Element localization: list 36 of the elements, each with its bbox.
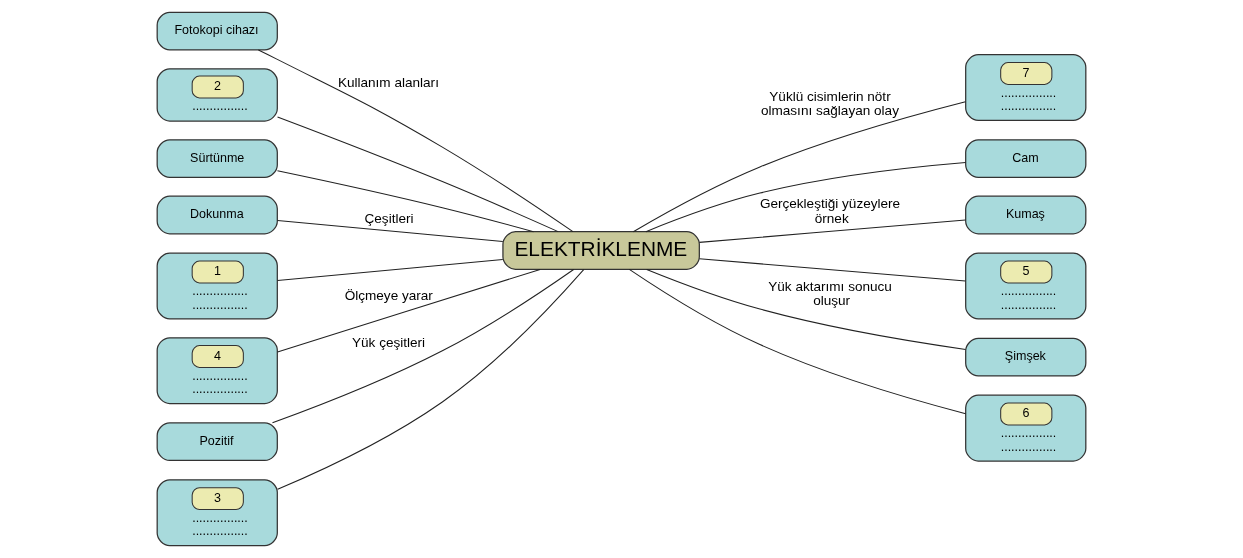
connector (628, 268, 967, 415)
node-box: Sürtünme (156, 139, 278, 179)
node-box: Fotokopi cihazı (156, 11, 278, 51)
connector (277, 259, 504, 282)
edge-label: Yük çeşitleri (351, 335, 426, 351)
connector (271, 268, 575, 424)
node-box: Dokunma (156, 195, 278, 235)
edge-label: Yük aktarımı sonucu oluşur (768, 278, 892, 309)
connector (645, 162, 967, 233)
node-box: Pozitif (156, 422, 278, 462)
edge-label: Çeşitleri (364, 210, 414, 226)
node-box: 5 ................ ................ (965, 252, 1087, 320)
connector (276, 170, 534, 233)
edge-label: Yüklü cisimlerin nötr olmasını sağlayan olay (760, 88, 899, 119)
connector (698, 219, 966, 243)
node-box: Kumaş (965, 195, 1087, 235)
node-box: 1 ................ ................ (156, 252, 278, 320)
edge-label: Gerçekleştiği yüzeylere örnek (759, 196, 901, 226)
node-box: 4 ................ ................ (156, 337, 278, 405)
connector (277, 268, 541, 353)
connector (277, 116, 559, 233)
connector (277, 269, 585, 490)
connector (646, 268, 967, 350)
connector (277, 220, 504, 242)
connector (698, 258, 966, 282)
node-box: Cam (965, 139, 1087, 179)
node-box: 3 ................ ................ (156, 479, 278, 547)
node-box: 6 ................ ................ (965, 394, 1087, 462)
edge-label: Ölçmeye yarar (344, 288, 433, 304)
node-box: ELEKTRİKLENME (502, 231, 700, 270)
node-box: 2 ................ (156, 68, 278, 122)
node-box: 7 ................ ................ (965, 54, 1087, 122)
edge-label: Kullanım alanları (337, 74, 439, 90)
connector (632, 101, 966, 233)
node-box: Şimşek (965, 337, 1087, 377)
connector (257, 49, 574, 233)
